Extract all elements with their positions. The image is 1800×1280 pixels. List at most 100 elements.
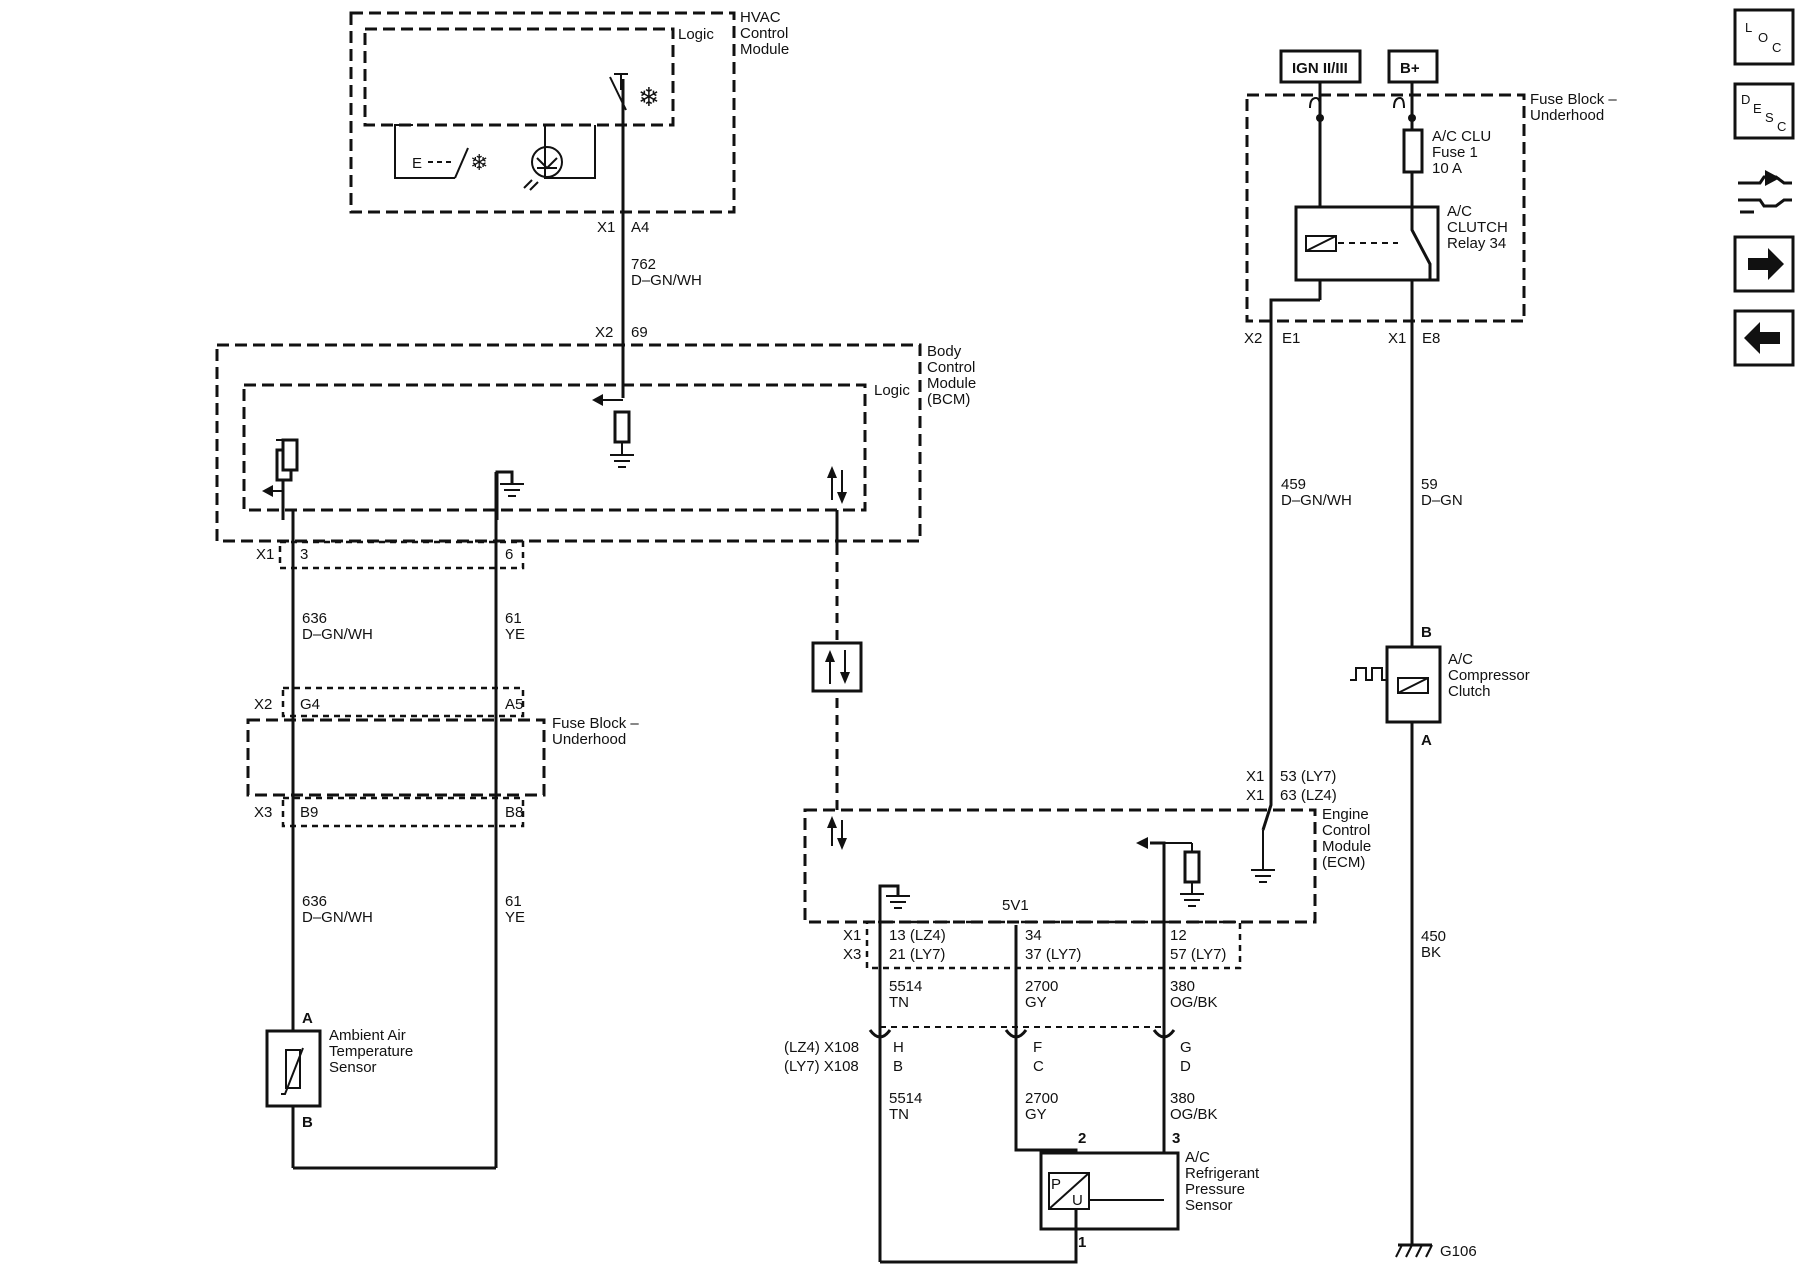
svg-text:H: H <box>893 1039 904 1056</box>
svg-text:57 (LY7): 57 (LY7) <box>1170 946 1226 963</box>
svg-text:G4: G4 <box>300 696 320 713</box>
svg-text:X2: X2 <box>254 696 272 713</box>
svg-text:G: G <box>1180 1039 1192 1056</box>
svg-text:A/C: A/C <box>1448 651 1473 668</box>
svg-text:D: D <box>1180 1058 1191 1075</box>
wire-459: 459 D–GN/WH <box>1261 298 1352 831</box>
ambient-air-temperature-sensor: A B Ambient Air Temperature Sensor <box>265 1010 413 1131</box>
engine-control-module: X1 53 (LY7) X1 63 (LZ4) Engine Control M… <box>803 768 1371 925</box>
svg-text:A/C CLU: A/C CLU <box>1432 128 1491 145</box>
svg-text:636: 636 <box>302 610 327 627</box>
svg-text:GY: GY <box>1025 1106 1047 1123</box>
svg-text:D–GN/WH: D–GN/WH <box>302 909 373 926</box>
snowflake-icon: ❄ <box>470 150 488 175</box>
svg-text:X1: X1 <box>256 546 274 563</box>
svg-text:Control: Control <box>1322 822 1370 839</box>
svg-text:G106: G106 <box>1440 1243 1477 1260</box>
svg-text:GY: GY <box>1025 994 1047 1011</box>
svg-text:Sensor: Sensor <box>1185 1197 1233 1214</box>
location-button[interactable]: L O C <box>1733 8 1795 66</box>
svg-text:X2: X2 <box>595 324 613 341</box>
svg-text:636: 636 <box>302 893 327 910</box>
svg-text:X1: X1 <box>1246 768 1264 785</box>
arrow-right-icon <box>1748 248 1784 280</box>
svg-text:B9: B9 <box>300 804 318 821</box>
svg-text:A: A <box>302 1010 313 1027</box>
previous-arrow-button[interactable] <box>1733 309 1795 367</box>
bcm-x1-connector: X1 3 6 <box>256 540 525 570</box>
ecm-x1-x3-connector: X1 X3 13 (LZ4) 21 (LY7) 34 37 (LY7) 12 5… <box>843 920 1242 970</box>
arrow-left-icon <box>1744 322 1780 354</box>
svg-text:YE: YE <box>505 909 525 926</box>
svg-text:6: 6 <box>505 546 513 563</box>
loc-letter-l: L <box>1745 20 1752 35</box>
fuse-block-underhood-right: Fuse Block – Underhood A/C CLU Fuse 1 10… <box>1244 82 1617 347</box>
loc-letter-o: O <box>1758 30 1768 45</box>
svg-text:(BCM): (BCM) <box>927 391 970 408</box>
svg-text:5514: 5514 <box>889 1090 922 1107</box>
svg-text:X3: X3 <box>254 804 272 821</box>
svg-text:Fuse Block –: Fuse Block – <box>552 715 639 732</box>
svg-text:(LZ4) X108: (LZ4) X108 <box>784 1039 859 1056</box>
svg-text:10 A: 10 A <box>1432 160 1462 177</box>
serial-data-icon <box>827 466 847 504</box>
svg-text:380: 380 <box>1170 1090 1195 1107</box>
svg-text:D–GN/WH: D–GN/WH <box>1281 492 1352 509</box>
description-button[interactable]: D E S C <box>1733 82 1795 140</box>
svg-text:(LY7) X108: (LY7) X108 <box>784 1058 859 1075</box>
svg-text:TN: TN <box>889 994 909 1011</box>
svg-text:X1: X1 <box>597 219 615 236</box>
svg-text:5514: 5514 <box>889 978 922 995</box>
svg-text:D–GN: D–GN <box>1421 492 1463 509</box>
hvac-logic-label: Logic <box>678 26 714 43</box>
svg-text:BK: BK <box>1421 944 1441 961</box>
hvac-control-module: Logic HVAC Control Module ❄ E ❄ <box>349 9 789 214</box>
svg-text:Engine: Engine <box>1322 806 1369 823</box>
svg-text:D–GN/WH: D–GN/WH <box>302 626 373 643</box>
svg-text:Underhood: Underhood <box>1530 107 1604 124</box>
svg-text:5V1: 5V1 <box>1002 897 1029 914</box>
svg-text:1: 1 <box>1078 1234 1086 1251</box>
svg-text:B: B <box>893 1058 903 1075</box>
svg-text:YE: YE <box>505 626 525 643</box>
svg-text:OG/BK: OG/BK <box>1170 1106 1218 1123</box>
ground-g106: G106 <box>1395 1243 1477 1260</box>
svg-text:A4: A4 <box>631 219 649 236</box>
svg-text:Underhood: Underhood <box>552 731 626 748</box>
connector-repair-icon[interactable] <box>1738 170 1792 214</box>
svg-text:762: 762 <box>631 256 656 273</box>
svg-text:Relay 34: Relay 34 <box>1447 235 1506 252</box>
loc-letter-c: C <box>1772 40 1781 55</box>
svg-text:TN: TN <box>889 1106 909 1123</box>
svg-text:63 (LZ4): 63 (LZ4) <box>1280 787 1337 804</box>
next-arrow-button[interactable] <box>1733 235 1795 293</box>
svg-text:53 (LY7): 53 (LY7) <box>1280 768 1336 785</box>
desc-letter-s: S <box>1765 110 1774 125</box>
svg-text:Compressor: Compressor <box>1448 667 1530 684</box>
svg-text:59: 59 <box>1421 476 1438 493</box>
desc-letter-d: D <box>1741 92 1750 107</box>
svg-text:12: 12 <box>1170 927 1187 944</box>
hvac-name-2: Control <box>740 25 788 42</box>
svg-text:B: B <box>1421 624 1432 641</box>
hvac-name-1: HVAC <box>740 9 781 26</box>
svg-text:B+: B+ <box>1400 60 1420 77</box>
serial-data-symbol <box>811 641 863 693</box>
svg-text:F: F <box>1033 1039 1042 1056</box>
svg-text:61: 61 <box>505 893 522 910</box>
svg-text:3: 3 <box>300 546 308 563</box>
snowflake-icon: ❄ <box>638 82 660 112</box>
svg-text:3: 3 <box>1172 1130 1180 1147</box>
svg-text:459: 459 <box>1281 476 1306 493</box>
svg-text:A/C: A/C <box>1185 1149 1210 1166</box>
svg-text:X1: X1 <box>1246 787 1264 804</box>
svg-text:34: 34 <box>1025 927 1042 944</box>
ign-power-source: IGN II/III <box>1279 49 1362 84</box>
svg-text:Sensor: Sensor <box>329 1059 377 1076</box>
svg-text:OG/BK: OG/BK <box>1170 994 1218 1011</box>
svg-text:X1: X1 <box>1388 330 1406 347</box>
body-control-module: X2 69 Body Control Module (BCM) Logic <box>215 324 976 545</box>
svg-text:69: 69 <box>631 324 648 341</box>
svg-text:X2: X2 <box>1244 330 1262 347</box>
